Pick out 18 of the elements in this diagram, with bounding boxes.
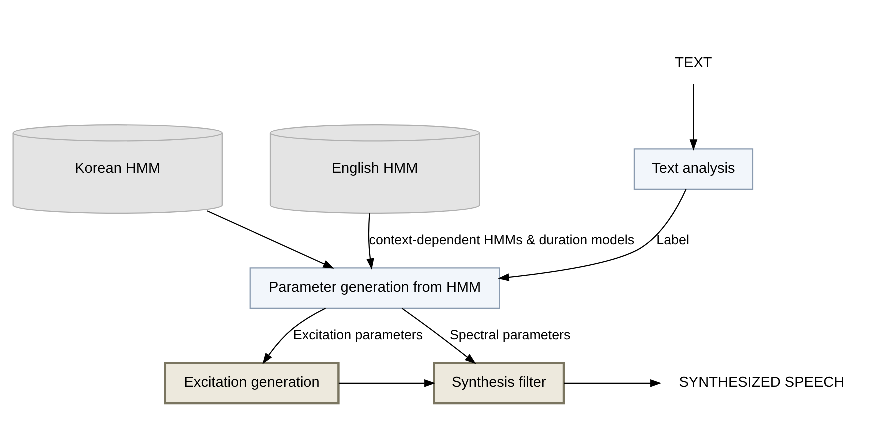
- arrow: [366, 213, 374, 270]
- node-box: Text analysis: [634, 148, 754, 190]
- node-box: Parameter generation from HMM: [250, 267, 500, 309]
- arrow: [402, 308, 476, 364]
- arrow: [338, 378, 436, 387]
- arrow: [564, 378, 662, 387]
- node-text: SYNTHESIZED SPEECH: [679, 374, 845, 391]
- node-box: Synthesis filter: [433, 362, 566, 404]
- arrow: [498, 188, 687, 281]
- edge-label: Spectral parameters: [450, 326, 571, 342]
- arrow: [207, 210, 334, 268]
- edge-label: Label: [656, 232, 690, 247]
- node-text: TEXT: [675, 54, 712, 71]
- edge-label: context-dependent HMMs & duration models: [369, 232, 635, 247]
- arrow: [690, 84, 698, 150]
- edge-label: Excitation parameters: [293, 326, 424, 342]
- arrow: [262, 308, 326, 364]
- node-box: Excitation generation: [164, 362, 340, 404]
